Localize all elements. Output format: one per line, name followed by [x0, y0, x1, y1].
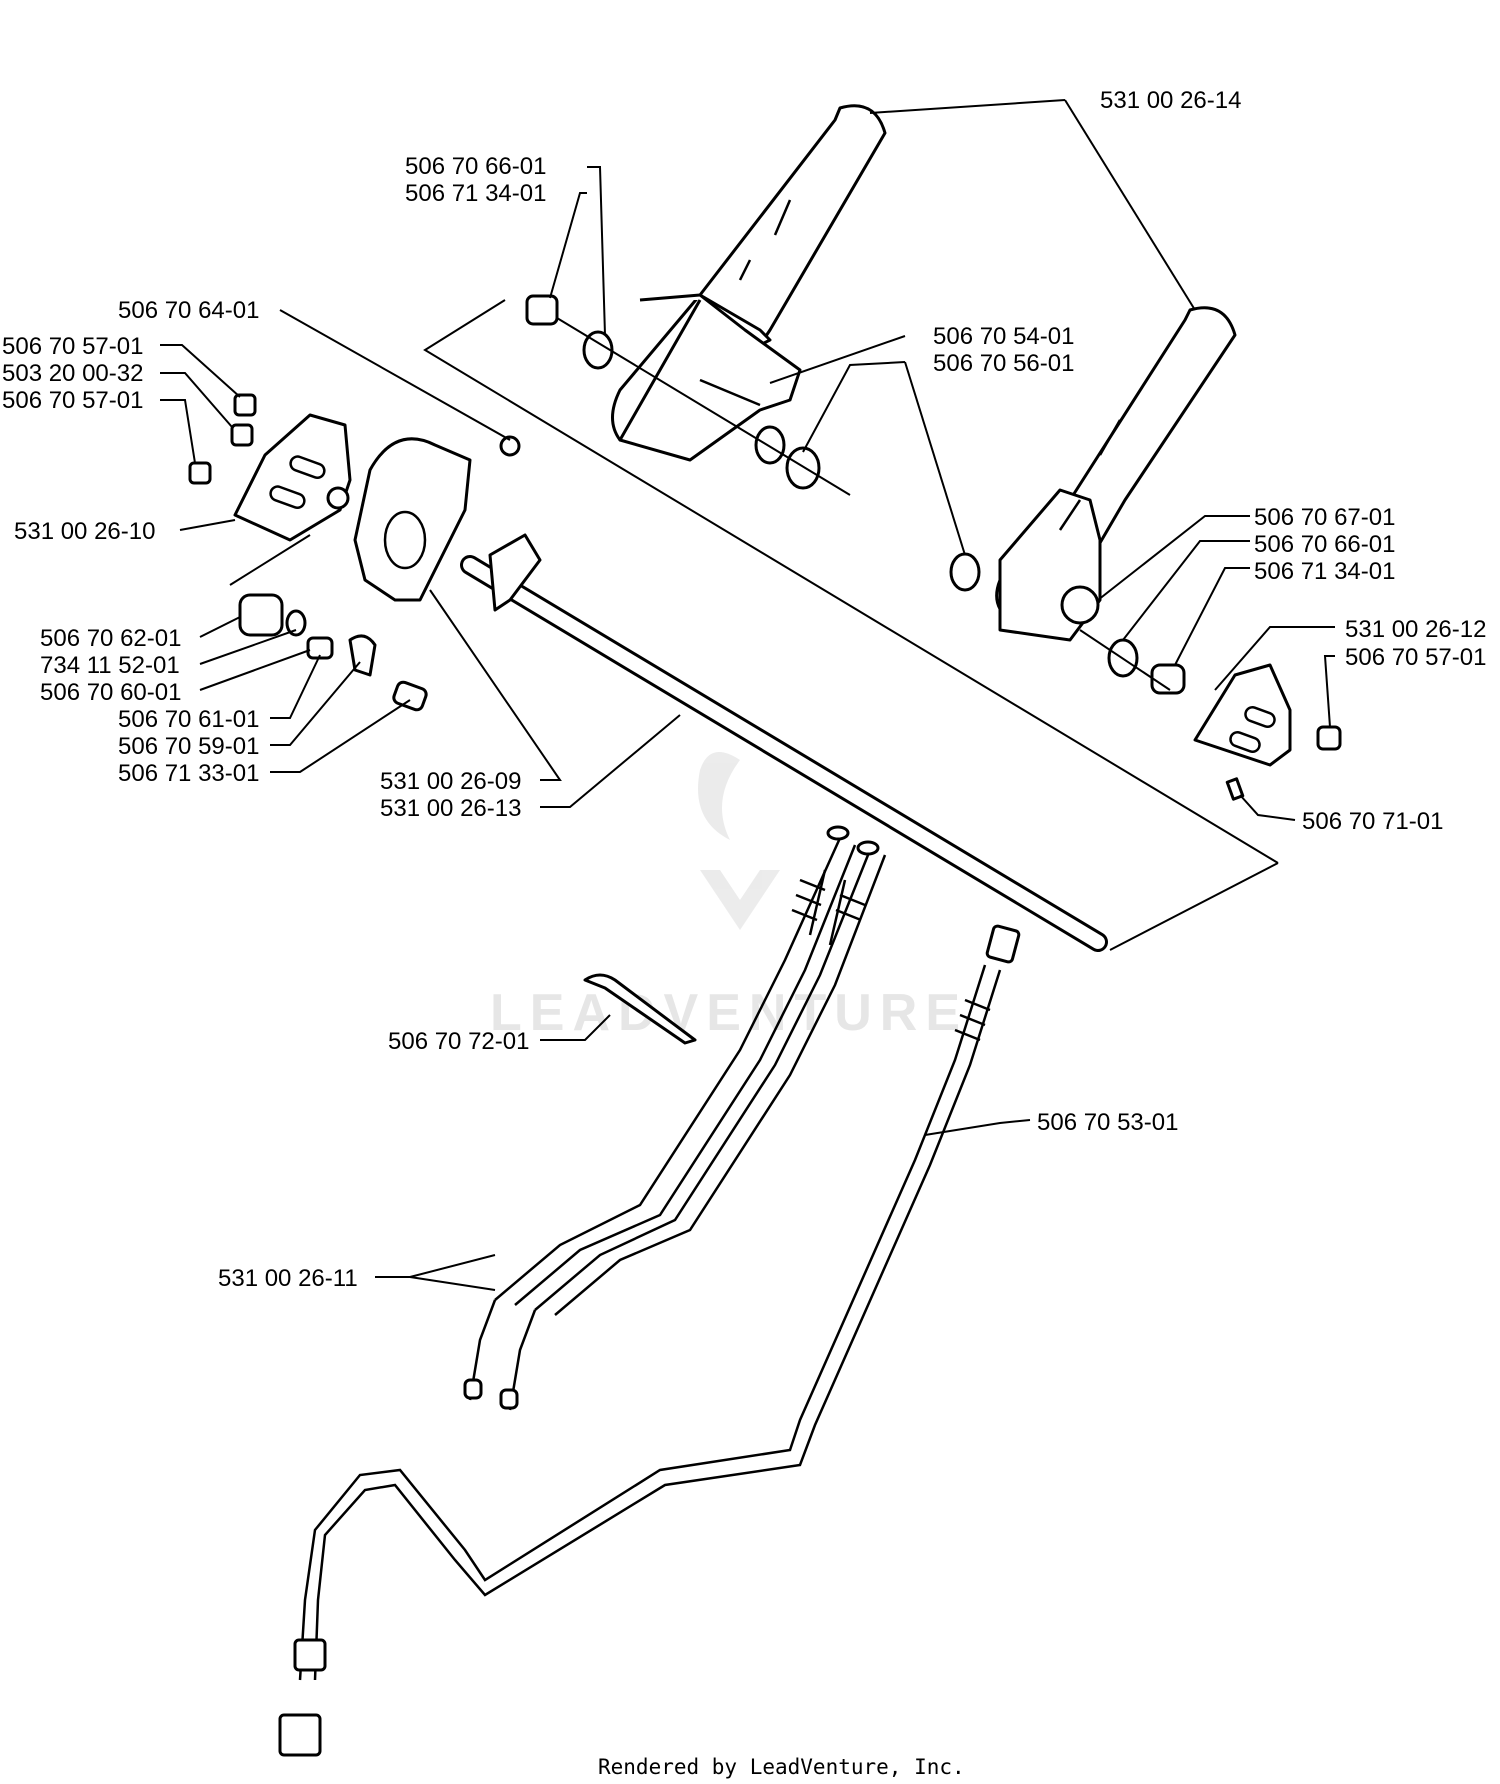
- label-left-bracket: 531 00 26-10: [14, 518, 155, 545]
- right-bracket: [1193, 663, 1342, 801]
- part-labels: 531 00 26-14 506 70 66-01 506 71 34-01 5…: [2, 87, 1486, 1292]
- rod: [460, 533, 1108, 952]
- label-right-spring: 506 70 67-01: [1254, 504, 1395, 531]
- control-cables: [463, 825, 887, 1411]
- label-right-nut: 506 70 66-01: [1254, 531, 1395, 558]
- handle-right: [995, 306, 1237, 642]
- assembly-plane: [229, 299, 1279, 951]
- watermark-logo: [698, 752, 780, 930]
- cable-tie: [583, 973, 697, 1045]
- label-pin-33: 506 71 33-01: [118, 760, 259, 787]
- left-bracket: [188, 393, 352, 542]
- leader-lines: [160, 99, 1335, 1291]
- label-right-bracket: 531 00 26-12: [1345, 616, 1486, 643]
- label-top-screw: 506 70 64-01: [118, 297, 259, 324]
- watermark-text: LEADVENTURE: [490, 984, 968, 1042]
- label-bracket-nut-a: 506 70 57-01: [2, 333, 143, 360]
- label-bracket-nut-b: 506 70 57-01: [2, 387, 143, 414]
- label-cover: 531 00 26-09: [380, 768, 521, 795]
- label-bushing-61: 506 70 61-01: [118, 706, 259, 733]
- label-left-nut: 506 70 66-01: [405, 153, 546, 180]
- footer-credit: Rendered by LeadVenture, Inc.: [598, 1755, 965, 1779]
- label-bracket-screw: 503 20 00-32: [2, 360, 143, 387]
- label-handle: 531 00 26-14: [1100, 87, 1241, 114]
- label-right-bracket-nut: 506 70 57-01: [1345, 644, 1486, 671]
- label-bushing-60: 506 70 60-01: [40, 679, 181, 706]
- cover-plate: [353, 435, 521, 602]
- label-rod: 531 00 26-13: [380, 795, 521, 822]
- label-spring-59: 506 70 59-01: [118, 733, 259, 760]
- label-left-washer: 506 71 34-01: [405, 180, 546, 207]
- label-lever-bushing: 506 70 56-01: [933, 350, 1074, 377]
- label-drive-cable: 506 70 53-01: [1037, 1109, 1178, 1136]
- label-lever-pivot: 506 70 54-01: [933, 323, 1074, 350]
- handle-left: [611, 104, 887, 465]
- label-right-washer: 506 71 34-01: [1254, 558, 1395, 585]
- label-washer-734: 734 11 52-01: [40, 652, 180, 679]
- label-set-screw: 506 70 71-01: [1302, 808, 1443, 835]
- drive-cable: [278, 924, 1021, 1757]
- left-nut-washer: [525, 294, 981, 592]
- label-spacer: 506 70 62-01: [40, 625, 181, 652]
- label-control-cables: 531 00 26-11: [218, 1265, 358, 1292]
- label-cable-tie: 506 70 72-01: [388, 1028, 529, 1055]
- right-nut-washer: [1079, 629, 1186, 695]
